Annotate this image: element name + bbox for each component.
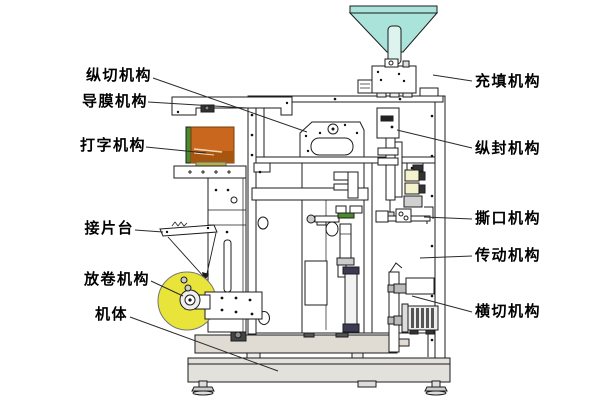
leveling-foot-left xyxy=(191,380,215,396)
splice-table xyxy=(159,221,218,282)
label-longitudinal-cutting: 纵切机构 xyxy=(85,68,152,84)
filling-mechanism xyxy=(357,58,417,98)
label-film-guide: 导膜机构 xyxy=(81,94,148,110)
label-unwinding: 放卷机构 xyxy=(83,272,150,288)
label-machine-body: 机体 xyxy=(94,307,128,323)
label-tear-notch: 撕口机构 xyxy=(475,211,542,227)
label-longitudinal-sealing: 纵封机构 xyxy=(475,141,542,157)
printer-shelf xyxy=(173,165,247,179)
label-filling: 充填机构 xyxy=(475,74,542,90)
center-foot-block xyxy=(357,380,377,388)
leveling-foot-right xyxy=(424,380,448,396)
crosscut-motor xyxy=(401,303,439,335)
transmission-and-crosscut xyxy=(387,262,439,353)
printing-mechanism xyxy=(185,126,235,167)
longitudinal-sealing-mechanism xyxy=(376,107,426,218)
label-transmission: 传动机构 xyxy=(475,248,542,264)
longitudinal-cutting-mechanism xyxy=(299,121,365,158)
label-cross-cutting: 横切机构 xyxy=(475,304,542,320)
tear-notch-mechanism xyxy=(375,206,434,224)
hopper xyxy=(348,5,439,65)
label-printing: 打字机构 xyxy=(79,138,146,154)
bag-forming-assembly xyxy=(251,171,369,333)
label-splice-table: 接片台 xyxy=(84,221,134,237)
unwinding-mechanism xyxy=(157,271,263,331)
leader-lines xyxy=(129,74,473,372)
machine-base xyxy=(187,328,451,396)
